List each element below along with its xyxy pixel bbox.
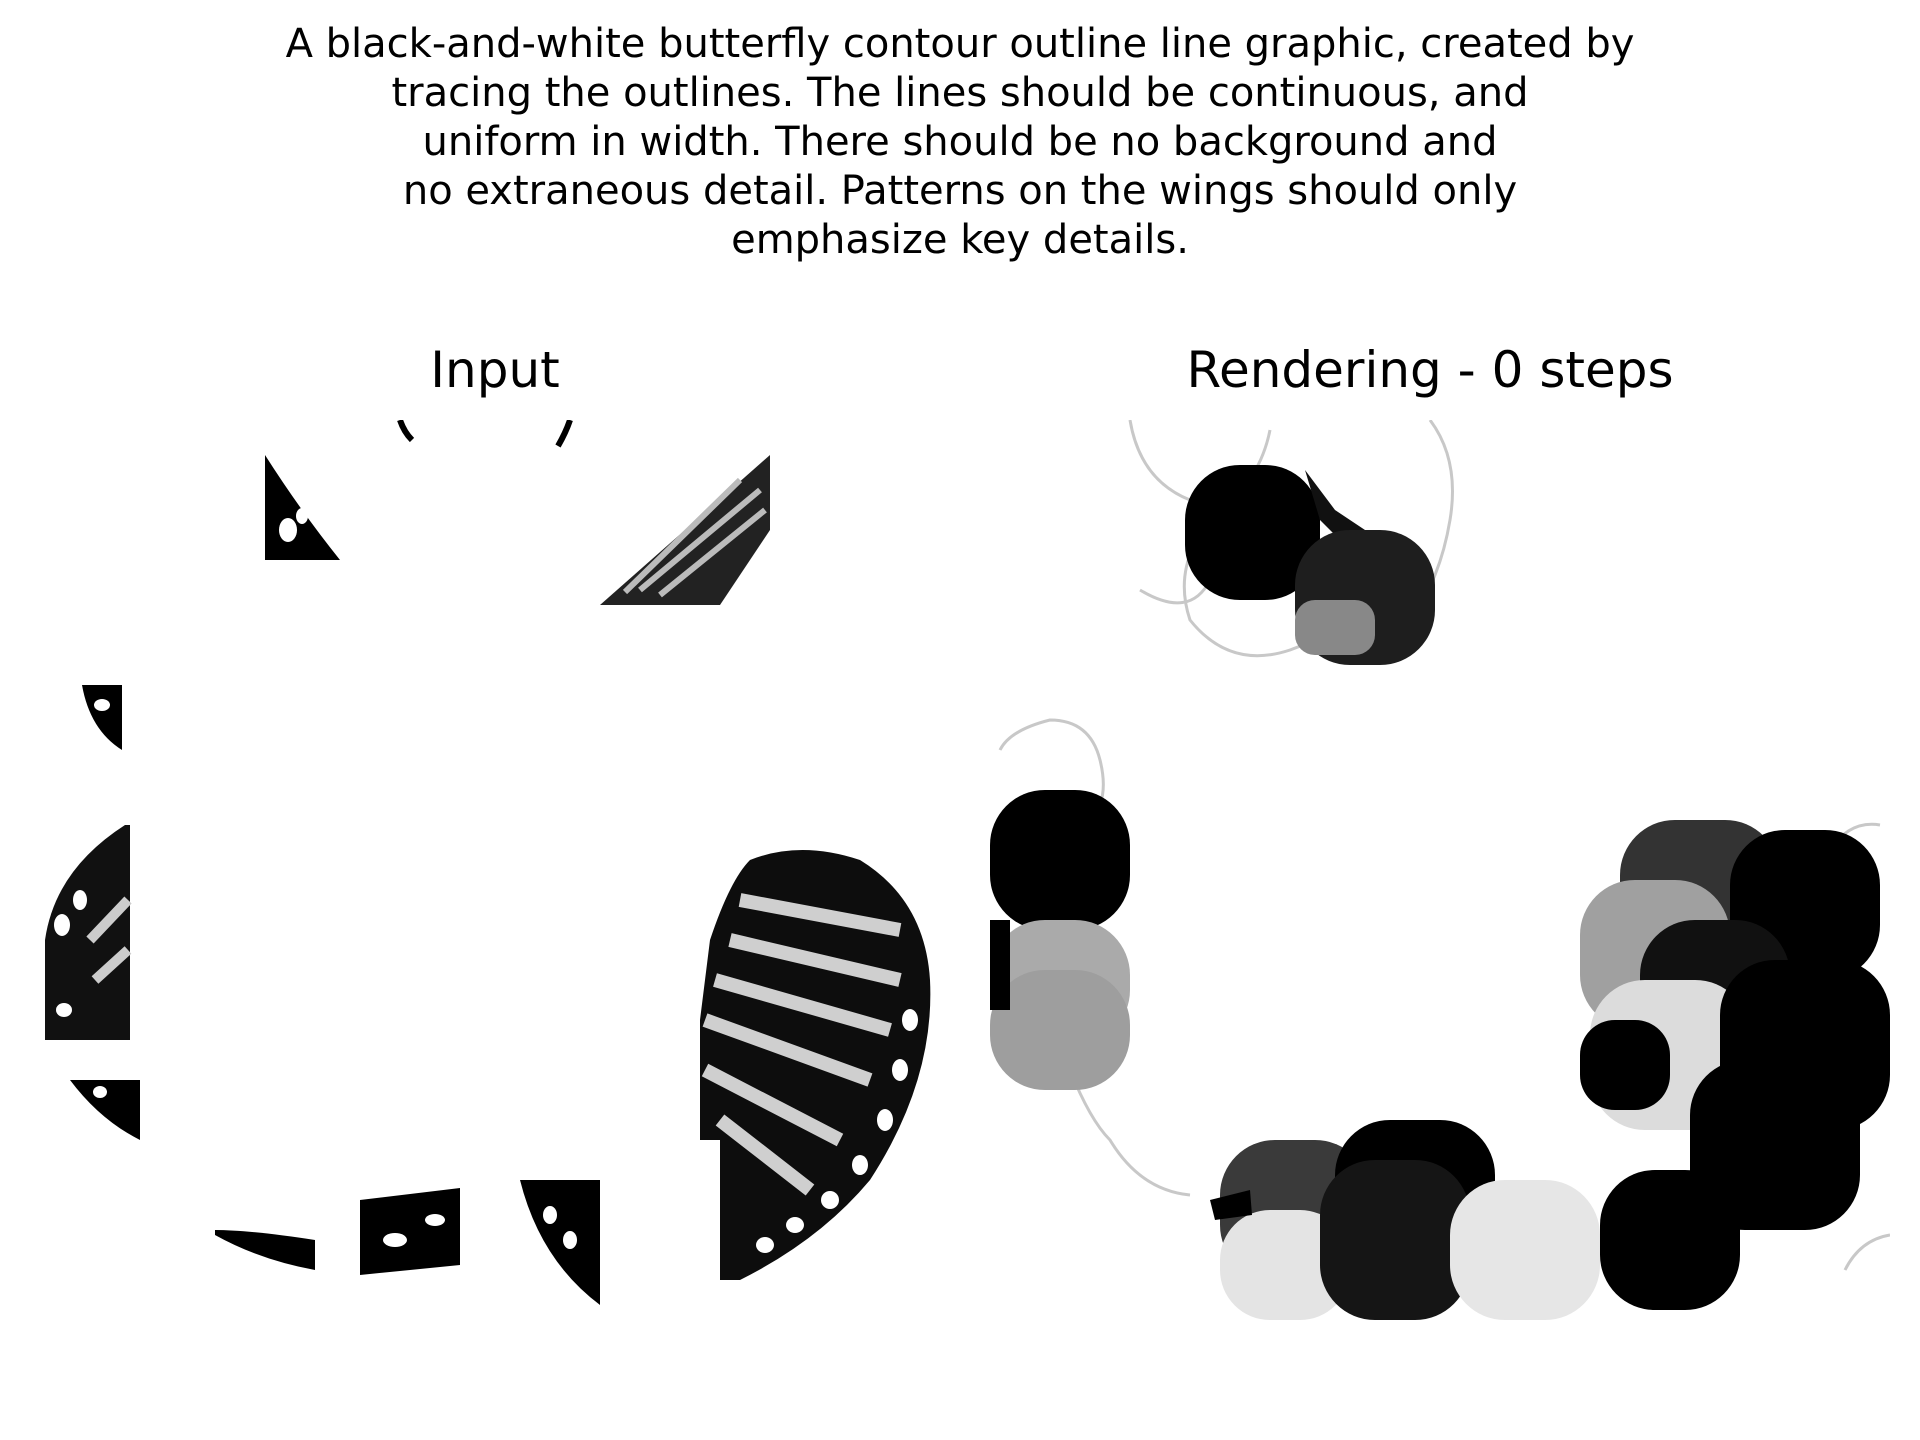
wing-fragment-left-top — [82, 685, 122, 750]
wing-fragment-bottom — [360, 1188, 460, 1275]
input-panel-title: Input — [430, 341, 560, 399]
caption-line: emphasize key details. — [731, 217, 1189, 263]
paint-blob — [1185, 465, 1320, 600]
caption-line: A black-and-white butterfly contour outl… — [285, 21, 1635, 67]
input-image-panel — [40, 420, 940, 1320]
thin-stroke — [1068, 1069, 1191, 1197]
wing-fragment-left-low — [70, 1080, 140, 1140]
caption-line: uniform in width. There should be no bac… — [422, 119, 1498, 165]
rendering-image-panel — [990, 420, 1890, 1320]
paint-blob — [990, 970, 1130, 1090]
paint-blob — [1450, 1180, 1600, 1320]
paint-blob — [1580, 1020, 1670, 1110]
prompt-caption: A black-and-white butterfly contour outl… — [180, 20, 1740, 265]
thin-stroke — [1843, 1233, 1890, 1271]
caption-line: no extraneous detail. Patterns on the wi… — [402, 168, 1518, 214]
paint-blob — [1295, 600, 1375, 655]
wing-fragment-top-left — [265, 455, 340, 560]
antenna-fragment — [555, 420, 573, 448]
antenna-fragment — [397, 420, 415, 443]
render-panel-title: Rendering - 0 steps — [1186, 341, 1674, 399]
wing-fragment-bottom — [520, 1180, 600, 1305]
paint-blob — [990, 790, 1130, 930]
caption-line: tracing the outlines. The lines should b… — [391, 70, 1529, 116]
wing-fragment-bottom — [215, 1230, 315, 1270]
thin-stroke — [998, 718, 1105, 822]
rendering-strokes — [990, 420, 1890, 1320]
paint-blob — [1220, 1210, 1350, 1320]
paint-blob — [1320, 1160, 1470, 1320]
paint-blob — [1690, 1060, 1860, 1230]
paint-blob — [1600, 1170, 1740, 1310]
wing-fragment-left-mid — [45, 825, 130, 1040]
input-butterfly-fragments — [45, 420, 931, 1305]
